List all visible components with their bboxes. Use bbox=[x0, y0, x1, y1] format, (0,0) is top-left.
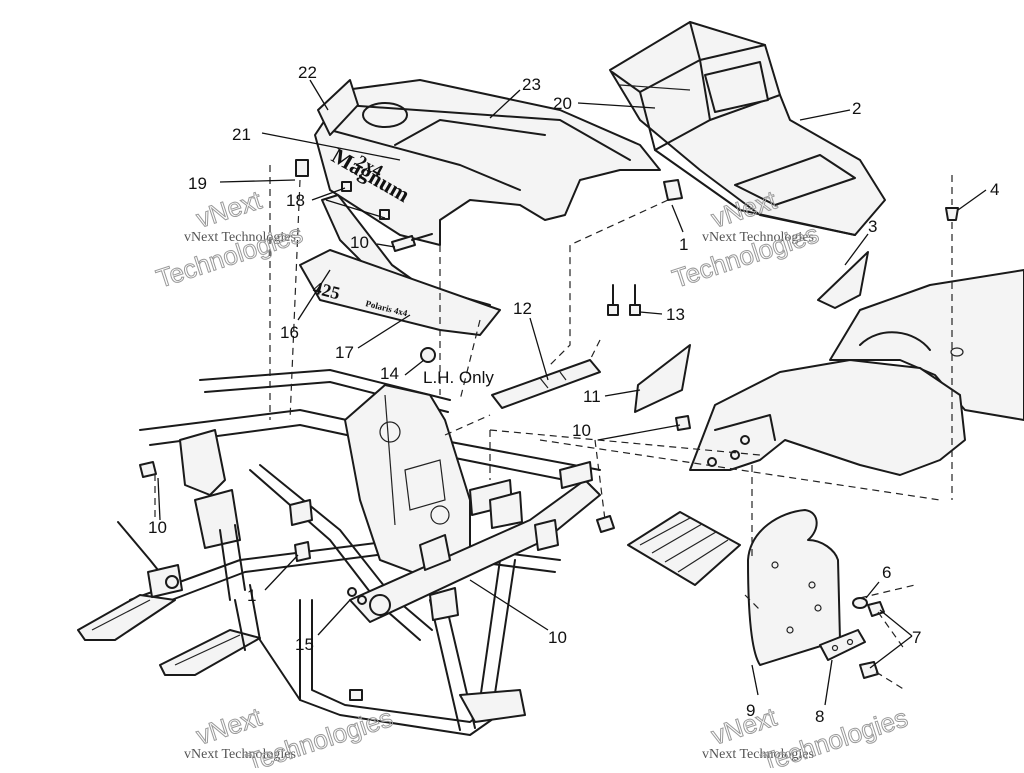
callout-4: 4 bbox=[990, 180, 999, 199]
callout-18: 18 bbox=[286, 191, 305, 210]
callout-14: 14 bbox=[380, 364, 399, 383]
part-7-nuts bbox=[859, 601, 885, 679]
part-16-bracket-panel: 425 Polaris 4x4 bbox=[299, 194, 501, 336]
part-14-cap bbox=[420, 347, 436, 363]
part-2-headlight-pod bbox=[609, 21, 886, 236]
part-11-reflector bbox=[634, 344, 691, 413]
svg-text:vNext Technologies: vNext Technologies bbox=[702, 230, 814, 245]
watermark-top-left: vNext Technologies vNext Technologies bbox=[152, 184, 307, 294]
callout-10-left: 10 bbox=[148, 518, 167, 537]
part-6-washer bbox=[852, 597, 868, 609]
part-10-bolt-left bbox=[139, 461, 157, 478]
svg-text:vNext Technologies: vNext Technologies bbox=[702, 747, 814, 762]
callout-3: 3 bbox=[868, 217, 877, 236]
part-9-mud-flap bbox=[747, 509, 841, 666]
part-1-grommet-lower bbox=[294, 541, 311, 562]
callout-2: 2 bbox=[852, 99, 861, 118]
watermark-bottom-left: vNext Technologies vNext Technologies bbox=[184, 701, 397, 773]
part-18-fasteners bbox=[341, 181, 390, 220]
assembly-guide-lines bbox=[154, 165, 941, 691]
callout-16: 16 bbox=[280, 323, 299, 342]
part-23-front-cowl bbox=[314, 79, 661, 246]
callout-6: 6 bbox=[882, 563, 891, 582]
part-12-plate bbox=[491, 359, 601, 409]
callout-10-lower: 10 bbox=[548, 628, 567, 647]
part-22-side-trim bbox=[317, 79, 359, 136]
frame-main-chassis bbox=[77, 369, 601, 736]
callout-15: 15 bbox=[295, 635, 314, 654]
callout-13: 13 bbox=[666, 305, 685, 324]
svg-text:Technologies: Technologies bbox=[758, 702, 912, 768]
part-footrest-grate bbox=[627, 511, 741, 586]
svg-text:vNext: vNext bbox=[708, 701, 781, 750]
callout-9: 9 bbox=[746, 701, 755, 720]
part-10-bolt-upper bbox=[391, 233, 433, 252]
callout-11: 11 bbox=[583, 387, 601, 406]
part-3-reflector bbox=[817, 251, 869, 309]
svg-text:vNext Technologies: vNext Technologies bbox=[184, 230, 296, 245]
callout-7: 7 bbox=[912, 628, 921, 647]
callout-1-upper: 1 bbox=[679, 235, 688, 254]
callout-12: 12 bbox=[513, 299, 532, 318]
note-lh-only: L.H. Only bbox=[423, 368, 494, 387]
part-4-bolt bbox=[945, 175, 959, 500]
callout-17: 17 bbox=[335, 343, 354, 362]
part-1-grommet-upper bbox=[663, 179, 683, 201]
part-rear-fender-right bbox=[829, 269, 1024, 421]
part-19-clip bbox=[295, 159, 309, 177]
svg-text:Technologies: Technologies bbox=[243, 702, 397, 768]
callout-19: 19 bbox=[188, 174, 207, 193]
watermark-bottom-right: vNext Technologies vNext Technologies bbox=[702, 701, 912, 773]
callout-23: 23 bbox=[522, 75, 541, 94]
part-15-fasteners bbox=[347, 587, 367, 605]
part-9-holes bbox=[771, 561, 822, 634]
callout-10-upper: 10 bbox=[350, 233, 369, 252]
svg-text:vNext: vNext bbox=[193, 701, 266, 750]
callout-21: 21 bbox=[232, 125, 251, 144]
callout-10-right: 10 bbox=[572, 421, 591, 440]
callout-22: 22 bbox=[298, 63, 317, 82]
callout-1-lower: 1 bbox=[247, 586, 256, 605]
callout-8: 8 bbox=[815, 707, 824, 726]
svg-text:vNext Technologies: vNext Technologies bbox=[184, 747, 296, 762]
callout-20: 20 bbox=[553, 94, 572, 113]
callout-leaders bbox=[157, 79, 987, 706]
part-rear-fender-left bbox=[689, 359, 966, 476]
part-13-bolts bbox=[607, 284, 641, 316]
callout-labels: 22 23 20 2 21 19 18 10 1 4 3 12 13 16 17… bbox=[148, 63, 999, 726]
part-8-backing-plate bbox=[819, 629, 866, 661]
